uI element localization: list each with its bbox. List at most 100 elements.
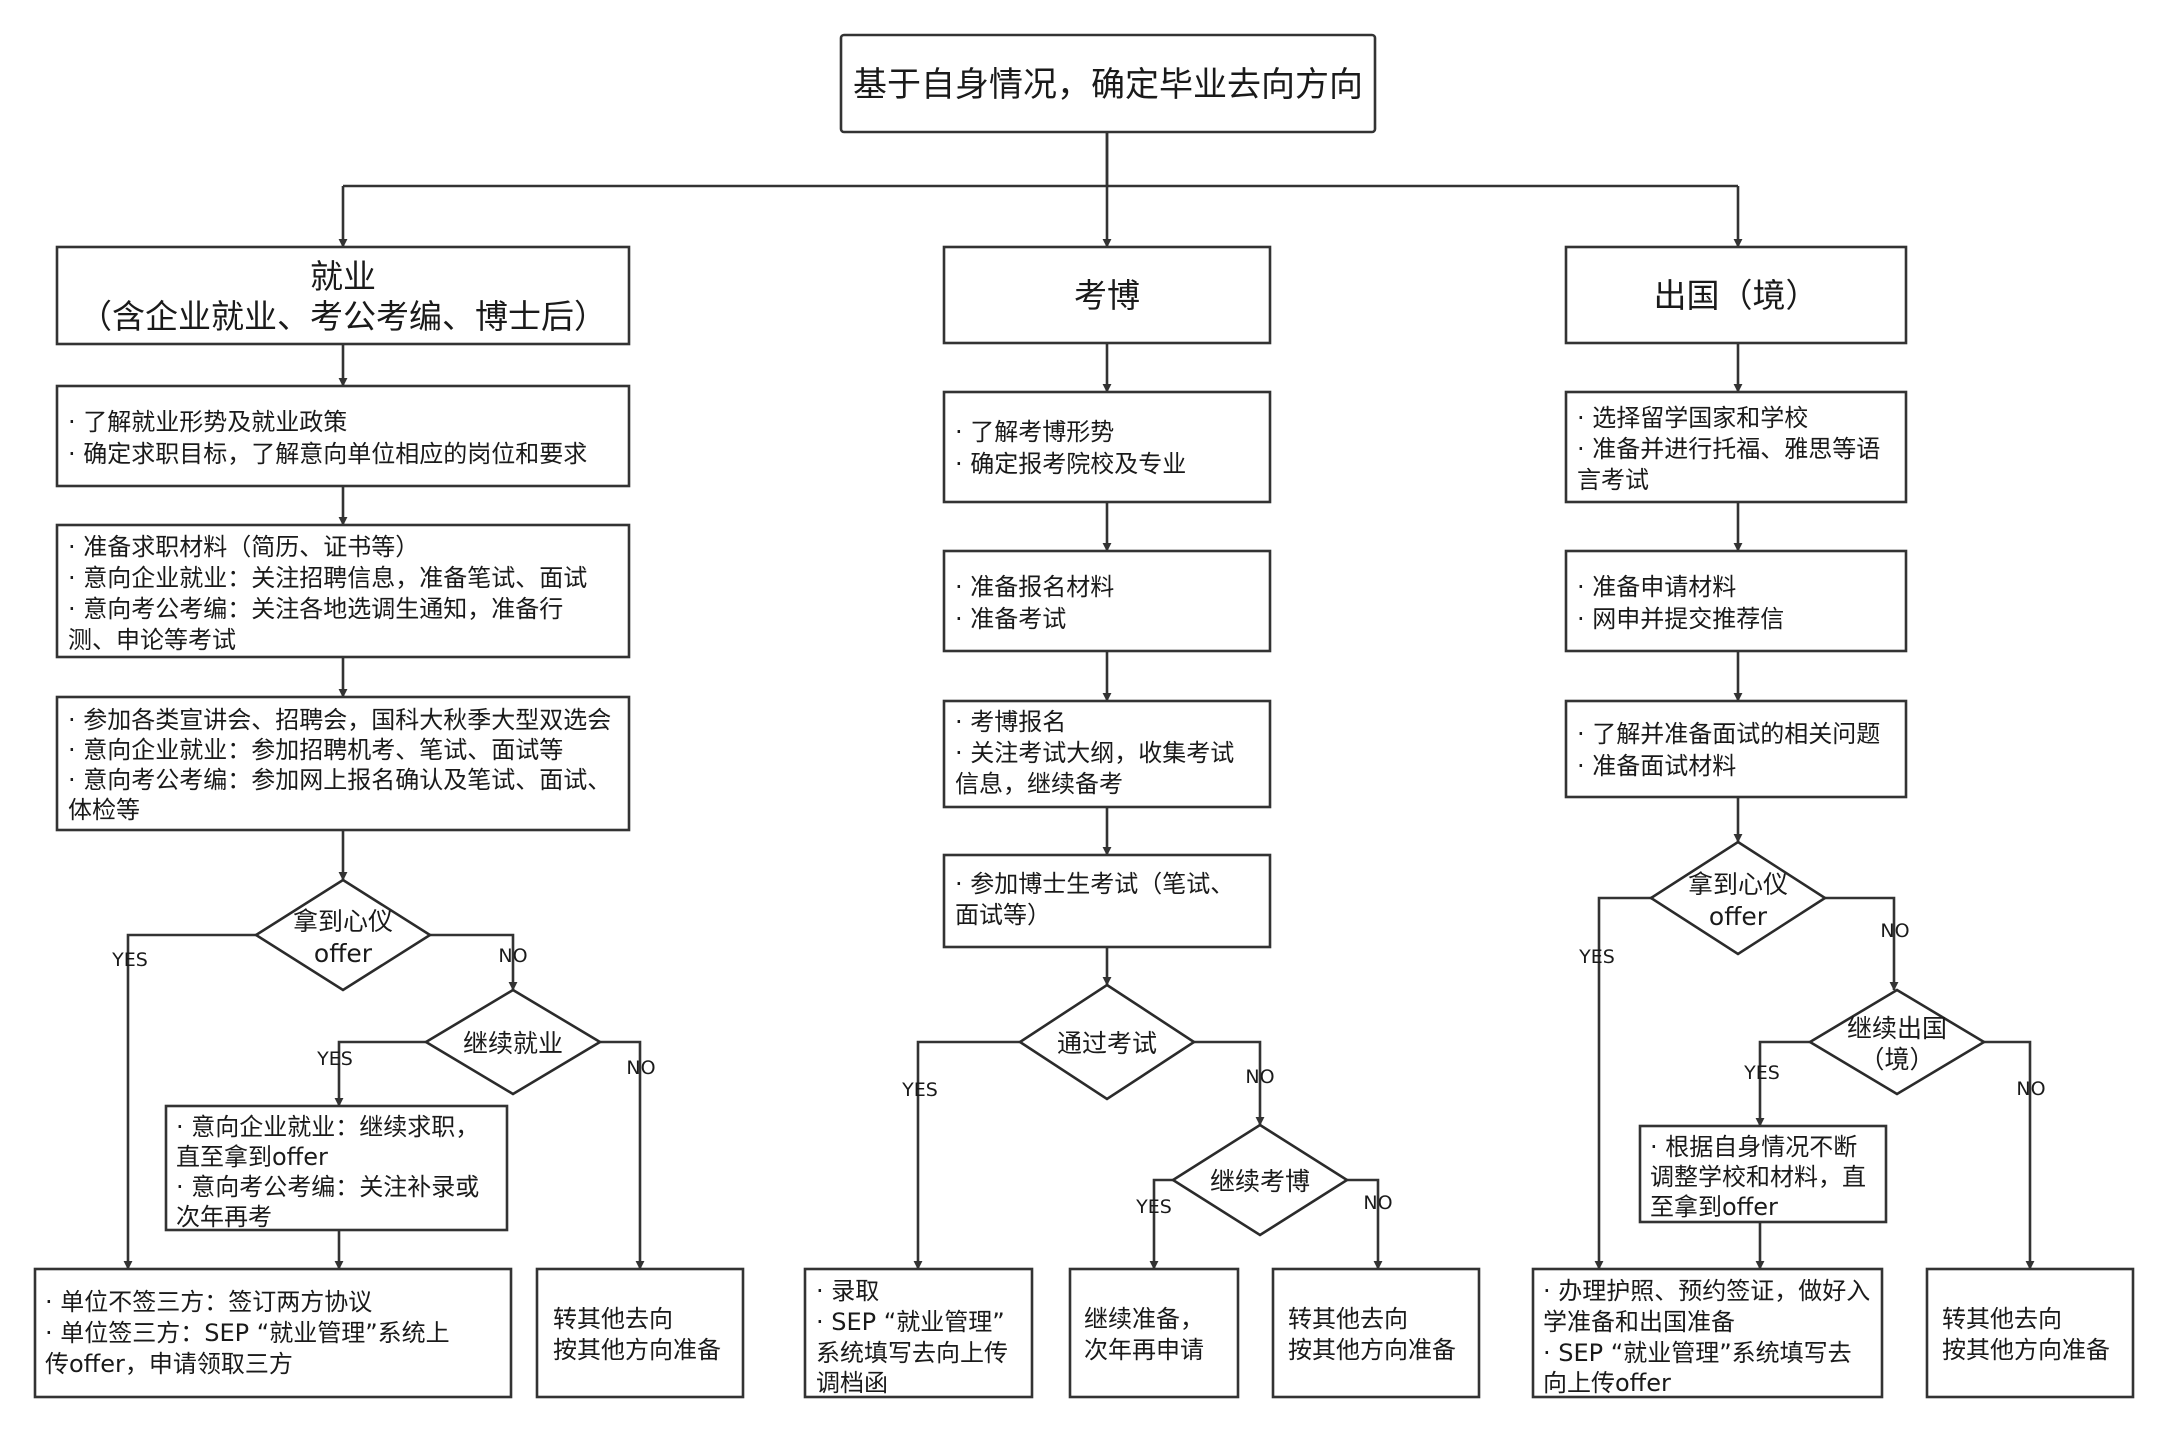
arrow-phd-no <box>1194 1040 1265 1126</box>
yes-label: YES <box>1578 946 1615 968</box>
employment-decision1-text: offer <box>314 939 373 968</box>
phd-yes-result-box <box>803 1267 1034 1399</box>
phd-step4-box <box>942 853 1272 949</box>
no-label: NO <box>2016 1078 2045 1100</box>
no-label: NO <box>1245 1066 1274 1088</box>
phd-retry-line: 次年再申请 <box>1084 1336 1204 1364</box>
abroad-step1-line: · 准备并进行托福、雅思等语 <box>1577 435 1880 463</box>
no-label: NO <box>626 1057 655 1079</box>
abroad-decision1-text: 拿到心仪 <box>1688 870 1788 899</box>
abroad-continue-box <box>1638 1124 1888 1224</box>
arrow-emp-no <box>430 933 518 991</box>
abroad-yes-line: · SEP “就业管理”系统填写去 <box>1543 1339 1852 1367</box>
employment-continue-decision <box>423 988 603 1096</box>
employment-header-box <box>55 245 631 346</box>
abroad-continue-line: 至拿到offer <box>1650 1193 1778 1221</box>
employment-no-line: 按其他方向准备 <box>553 1336 721 1364</box>
phd-no-line: 按其他方向准备 <box>1288 1336 1456 1364</box>
employment-yes-line: · 单位签三方：SEP “就业管理”系统上 <box>45 1319 450 1347</box>
employment-step1-box <box>55 384 631 488</box>
no-label: NO <box>498 945 527 967</box>
phd-header-box <box>942 245 1272 345</box>
employment-step2-line: · 准备求职材料（简历、证书等） <box>68 533 419 561</box>
phd-yes-line: 调档函 <box>816 1369 888 1397</box>
employment-step3-line: · 意向考公考编：参加网上报名确认及笔试、面试、 <box>68 766 611 794</box>
yes-label: YES <box>111 949 148 971</box>
phd-step3-line: · 关注考试大纲，收集考试 <box>955 739 1234 767</box>
phd-step1-box <box>942 390 1272 504</box>
no-label: NO <box>1363 1192 1392 1214</box>
arrow-phd-continue-no <box>1347 1178 1383 1270</box>
root-box <box>839 33 1377 134</box>
connectors <box>123 132 2035 1270</box>
abroad-decision1-text: offer <box>1709 902 1768 931</box>
employment-yes-line: 传offer，申请领取三方 <box>45 1350 293 1378</box>
abroad-continue-decision <box>1807 988 1987 1096</box>
abroad-step3-box <box>1564 699 1908 799</box>
phd-step3-line: · 考博报名 <box>955 708 1066 736</box>
abroad-yes-line: 向上传offer <box>1543 1369 1671 1397</box>
abroad-continue-line: 调整学校和材料，直 <box>1650 1163 1866 1191</box>
yes-label: YES <box>1135 1196 1172 1218</box>
abroad-decision2-text: 继续出国 <box>1847 1014 1947 1043</box>
arrow-abroad-no <box>1825 896 1899 991</box>
employment-step2-box <box>55 523 631 659</box>
abroad-title: 出国（境） <box>1654 276 1819 315</box>
abroad-continue-line: · 根据自身情况不断 <box>1650 1133 1857 1161</box>
abroad-step3-line: · 了解并准备面试的相关问题 <box>1577 720 1880 748</box>
employment-subtitle: （含企业就业、考公考编、博士后） <box>79 297 607 336</box>
phd-no-result-box <box>1271 1267 1481 1399</box>
abroad-no-result-box <box>1925 1267 2135 1399</box>
employment-continue-box <box>164 1104 509 1232</box>
employment-step2-line: · 意向考公考编：关注各地选调生通知，准备行 <box>68 595 563 623</box>
phd-decision2-text: 继续考博 <box>1210 1167 1310 1196</box>
abroad-step2-box <box>1564 549 1908 653</box>
phd-decision1-text: 通过考试 <box>1057 1029 1157 1058</box>
arrow-phd-yes <box>913 1040 1020 1270</box>
arrow-abroad-yes <box>1594 896 1651 1270</box>
employment-continue-line: · 意向考公考编：关注补录或 <box>176 1173 479 1201</box>
employment-offer-decision <box>253 878 433 992</box>
employment-step3-line: · 参加各类宣讲会、招聘会，国科大秋季大型双选会 <box>68 706 611 734</box>
employment-step2-line: · 意向企业就业：关注招聘信息，准备笔试、面试 <box>68 564 587 592</box>
phd-step3-line: 信息，继续备考 <box>955 770 1123 798</box>
abroad-step1-box <box>1564 390 1908 504</box>
arrow-emp-yes <box>123 933 256 1270</box>
employment-step3-line: · 意向企业就业：参加招聘机考、笔试、面试等 <box>68 736 563 764</box>
abroad-step1-line: · 选择留学国家和学校 <box>1577 404 1808 432</box>
employment-yes-result-box <box>33 1267 513 1399</box>
abroad-step1-line: 言考试 <box>1577 466 1649 494</box>
employment-step3-box <box>55 695 631 832</box>
phd-step2-line: · 准备考试 <box>955 605 1066 633</box>
no-label: NO <box>1880 920 1909 942</box>
employment-no-result-box <box>535 1267 745 1399</box>
phd-yes-line: · SEP “就业管理” <box>816 1308 1005 1336</box>
yes-label: YES <box>316 1048 353 1070</box>
phd-title: 考博 <box>1074 276 1140 315</box>
abroad-yes-result-box <box>1531 1267 1884 1399</box>
phd-step1-line: · 了解考博形势 <box>955 418 1114 446</box>
abroad-header-box <box>1564 245 1908 345</box>
employment-step3-line: 体检等 <box>68 796 140 824</box>
phd-step2-line: · 准备报名材料 <box>955 573 1114 601</box>
yes-label: YES <box>901 1079 938 1101</box>
phd-step2-box <box>942 549 1272 653</box>
employment-yes-line: · 单位不签三方：签订两方协议 <box>45 1288 372 1316</box>
employment-decision2-text: 继续就业 <box>463 1029 563 1058</box>
employment-branch: 就业 （含企业就业、考公考编、博士后） · 了解就业形势及就业政策 · 确定求职… <box>33 245 745 1399</box>
employment-step2-line: 测、申论等考试 <box>68 626 236 654</box>
abroad-offer-decision <box>1648 840 1828 956</box>
phd-step4-line: · 参加博士生考试（笔试、 <box>955 870 1234 898</box>
abroad-step2-line: · 准备申请材料 <box>1577 573 1736 601</box>
employment-step1-line: · 确定求职目标，了解意向单位相应的岗位和要求 <box>68 440 587 468</box>
abroad-step3-line: · 准备面试材料 <box>1577 752 1736 780</box>
phd-step4-line: 面试等） <box>955 901 1051 929</box>
abroad-branch: 出国（境） · 选择留学国家和学校 · 准备并进行托福、雅思等语 言考试 · 准… <box>1531 245 2135 1399</box>
abroad-step2-line: · 网申并提交推荐信 <box>1577 605 1784 633</box>
phd-step3-box <box>942 699 1272 809</box>
employment-continue-line: 直至拿到offer <box>176 1143 328 1171</box>
phd-pass-decision <box>1017 983 1197 1101</box>
employment-decision1-text: 拿到心仪 <box>293 907 393 936</box>
abroad-no-line: 转其他去向 <box>1942 1305 2062 1333</box>
